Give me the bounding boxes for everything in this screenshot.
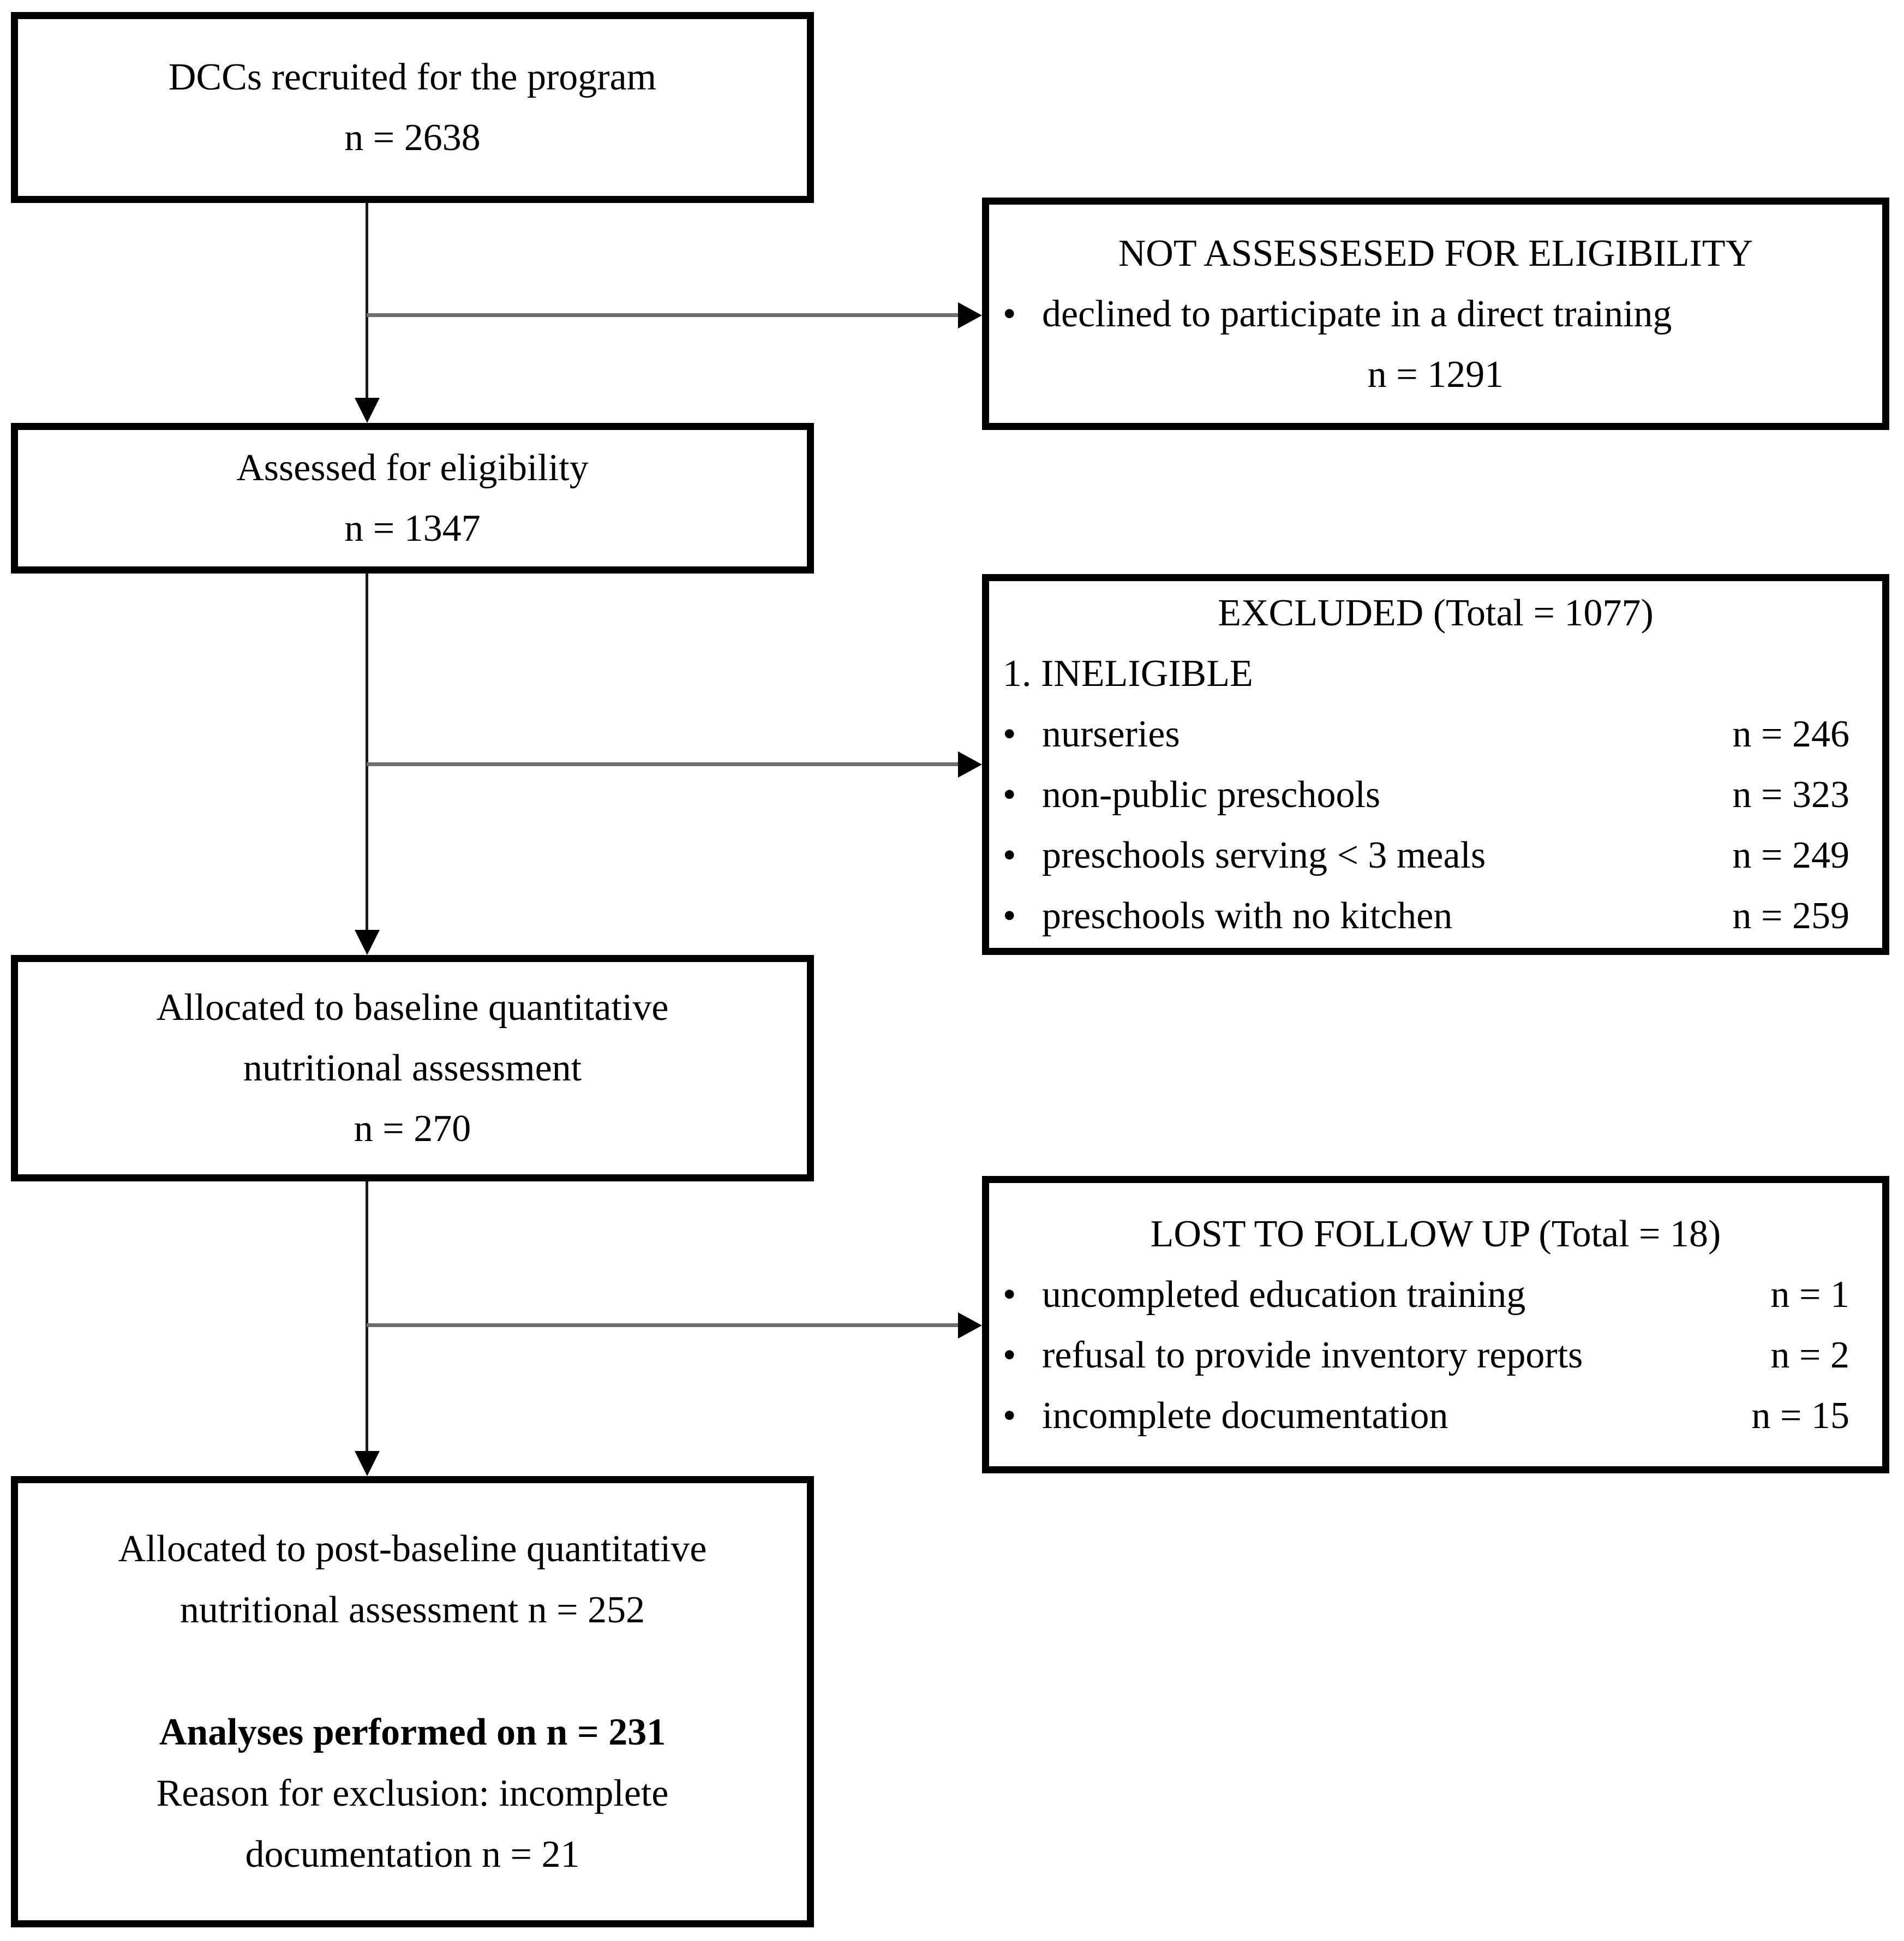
arrowhead-down-icon bbox=[355, 930, 380, 955]
excluded-item-count: n = 323 bbox=[1732, 774, 1849, 816]
post-baseline-text-1: Allocated to post-baseline quantitative bbox=[118, 1527, 707, 1570]
bullet-icon: • bbox=[1003, 1394, 1016, 1437]
excluded-item: • preschools with no kitchen n = 259 bbox=[989, 886, 1882, 946]
analyses-performed-text: Analyses performed on n = 231 bbox=[159, 1711, 666, 1753]
bullet-icon: • bbox=[1003, 834, 1016, 876]
not-assessed-title: NOT ASSESSESED FOR ELIGIBILITY bbox=[1118, 232, 1753, 274]
lost-item-count: n = 2 bbox=[1770, 1334, 1849, 1376]
exclusion-reason-text-2: documentation n = 21 bbox=[245, 1833, 580, 1876]
lost-item-label: refusal to provide inventory reports bbox=[1042, 1334, 1583, 1376]
box-assessed: Assessed for eligibility n = 1347 bbox=[11, 423, 814, 574]
connector-branch-not-assessed bbox=[367, 313, 961, 317]
baseline-text-1: Allocated to baseline quantitative bbox=[156, 987, 669, 1029]
assessed-count: n = 1347 bbox=[344, 507, 481, 550]
recruited-count: n = 2638 bbox=[344, 117, 481, 159]
lost-item: • incomplete documentation n = 15 bbox=[989, 1385, 1882, 1446]
bullet-icon: • bbox=[1003, 1273, 1016, 1316]
excluded-item-count: n = 246 bbox=[1732, 713, 1849, 755]
bullet-icon: • bbox=[1003, 774, 1016, 816]
baseline-count: n = 270 bbox=[354, 1108, 471, 1150]
arrowhead-down-icon bbox=[355, 1451, 380, 1476]
post-baseline-text-2: nutritional assessment n = 252 bbox=[179, 1588, 645, 1631]
excluded-item: • non-public preschools n = 323 bbox=[989, 765, 1882, 825]
arrowhead-right-icon bbox=[958, 1312, 982, 1339]
lost-item: • uncompleted education training n = 1 bbox=[989, 1264, 1882, 1325]
connector-branch-excluded bbox=[367, 762, 961, 766]
box-baseline: Allocated to baseline quantitative nutri… bbox=[11, 955, 814, 1181]
assessed-text: Assessed for eligibility bbox=[236, 447, 589, 489]
connector-recruited-to-assessed bbox=[366, 203, 368, 399]
lost-item: • refusal to provide inventory reports n… bbox=[989, 1325, 1882, 1385]
lost-item-count: n = 15 bbox=[1751, 1394, 1849, 1437]
not-assessed-item: • declined to participate in a direct tr… bbox=[989, 284, 1882, 344]
excluded-subtitle: 1. INELIGIBLE bbox=[1003, 653, 1253, 695]
blank-line bbox=[18, 1641, 807, 1702]
box-not-assessed: NOT ASSESSESED FOR ELIGIBILITY • decline… bbox=[982, 198, 1889, 430]
arrowhead-down-icon bbox=[355, 398, 380, 423]
box-post-baseline: Allocated to post-baseline quantitative … bbox=[11, 1476, 814, 1927]
bullet-icon: • bbox=[1003, 292, 1016, 335]
arrowhead-right-icon bbox=[958, 302, 982, 329]
bullet-icon: • bbox=[1003, 895, 1016, 937]
lost-item-count: n = 1 bbox=[1770, 1273, 1849, 1316]
excluded-item: • preschools serving < 3 meals n = 249 bbox=[989, 825, 1882, 886]
excluded-item-label: nurseries bbox=[1042, 713, 1180, 755]
bullet-icon: • bbox=[1003, 1334, 1016, 1376]
excluded-title: EXCLUDED (Total = 1077) bbox=[1218, 592, 1654, 634]
excluded-item-label: preschools serving < 3 meals bbox=[1042, 834, 1486, 876]
excluded-item-label: non-public preschools bbox=[1042, 774, 1381, 816]
connector-branch-lost bbox=[367, 1323, 961, 1327]
baseline-text-2: nutritional assessment bbox=[243, 1047, 582, 1089]
connector-baseline-to-post bbox=[366, 1181, 368, 1452]
lost-title: LOST TO FOLLOW UP (Total = 18) bbox=[1150, 1213, 1721, 1255]
not-assessed-count: n = 1291 bbox=[1367, 353, 1504, 396]
lost-item-label: incomplete documentation bbox=[1042, 1394, 1448, 1437]
excluded-item-label: preschools with no kitchen bbox=[1042, 895, 1453, 937]
box-lost-followup: LOST TO FOLLOW UP (Total = 18) • uncompl… bbox=[982, 1176, 1889, 1473]
box-recruited: DCCs recruited for the program n = 2638 bbox=[11, 12, 814, 203]
connector-assessed-to-baseline bbox=[366, 574, 368, 931]
arrowhead-right-icon bbox=[958, 751, 982, 778]
excluded-item: • nurseries n = 246 bbox=[989, 704, 1882, 765]
not-assessed-item-label: declined to participate in a direct trai… bbox=[1042, 292, 1672, 335]
exclusion-reason-text-1: Reason for exclusion: incomplete bbox=[156, 1772, 669, 1814]
bullet-icon: • bbox=[1003, 713, 1016, 755]
box-excluded: EXCLUDED (Total = 1077) 1. INELIGIBLE • … bbox=[982, 574, 1889, 955]
lost-item-label: uncompleted education training bbox=[1042, 1273, 1526, 1316]
recruited-text: DCCs recruited for the program bbox=[168, 56, 657, 98]
excluded-item-count: n = 249 bbox=[1732, 834, 1849, 876]
excluded-item-count: n = 259 bbox=[1732, 895, 1849, 937]
